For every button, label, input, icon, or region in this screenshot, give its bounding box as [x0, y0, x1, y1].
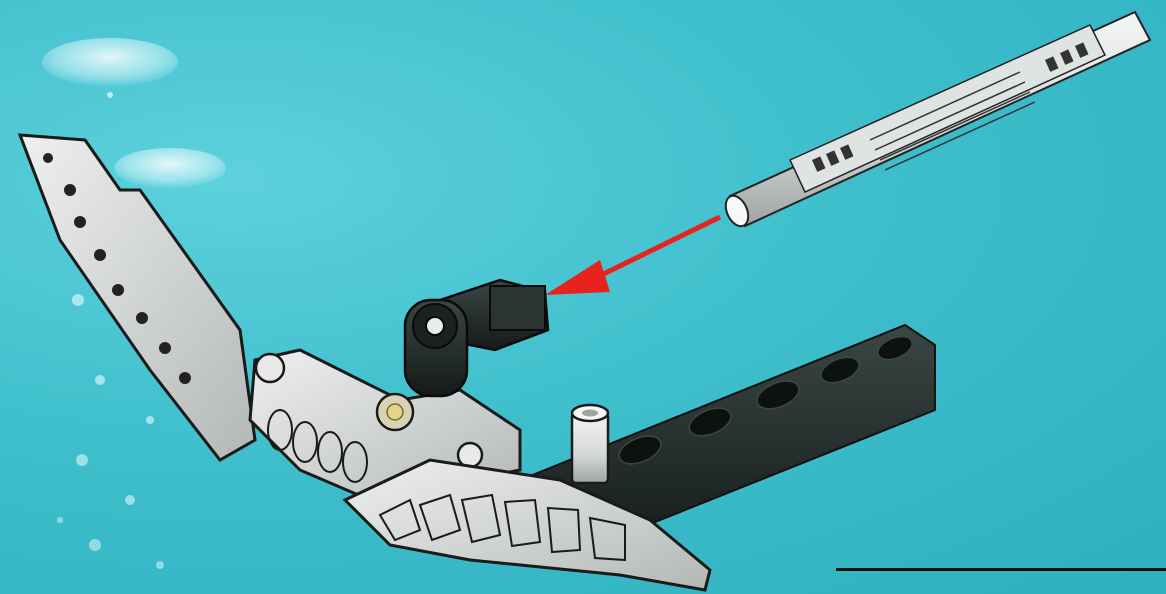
axle-part — [721, 12, 1150, 230]
insertion-arrow — [545, 217, 720, 295]
grey-pin-part — [572, 405, 608, 483]
divider-line — [836, 568, 1166, 571]
black-connector-part — [405, 280, 548, 396]
